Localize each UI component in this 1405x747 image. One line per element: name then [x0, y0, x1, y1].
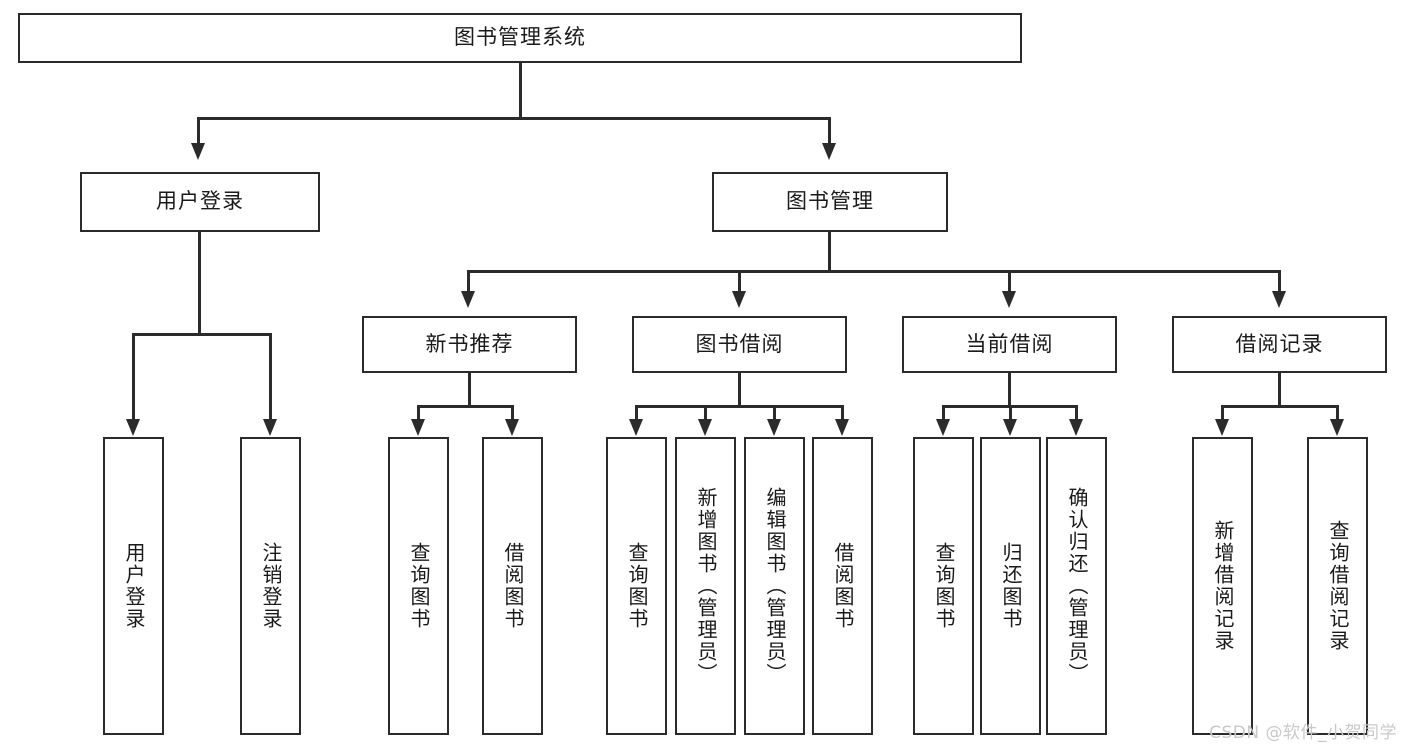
- node-current-borrow[interactable]: 当前借阅: [902, 316, 1117, 373]
- arrowhead-cb-leaf1: [936, 419, 950, 436]
- arrowhead-leaf-user-login: [126, 419, 140, 436]
- edge-book-borrow-split-bar: [635, 405, 843, 408]
- edge-cb-leaf2: [1009, 405, 1012, 421]
- edge-new-book-recommend-stem: [468, 373, 471, 405]
- node-label: 查询图书: [932, 542, 956, 630]
- node-label: 注销登录: [259, 542, 283, 630]
- node-borrow-record[interactable]: 借阅记录: [1172, 316, 1387, 373]
- arrowhead-borrow-record: [1272, 291, 1286, 308]
- edge-cb-leaf1: [942, 405, 945, 421]
- arrowhead-cb-leaf3: [1069, 419, 1083, 436]
- arrowhead-bb-leaf4: [835, 419, 849, 436]
- edge-user-login-leaf2: [269, 333, 272, 421]
- arrowhead-br-leaf1: [1215, 419, 1229, 436]
- edge-user-login-stem: [198, 232, 201, 333]
- edge-root-split-bar: [197, 117, 831, 120]
- edge-nbr-leaf2: [511, 405, 514, 421]
- arrowhead-book-manage: [822, 143, 836, 160]
- node-leaf-edit-book[interactable]: 编辑图书（管理员）: [744, 437, 805, 735]
- node-leaf-add-record[interactable]: 新增借阅记录: [1192, 437, 1253, 735]
- arrowhead-new-book-recommend: [461, 291, 475, 308]
- edge-nbr-leaf1: [417, 405, 420, 421]
- node-label: 查询借阅记录: [1326, 520, 1350, 652]
- node-new-book-recommend[interactable]: 新书推荐: [362, 316, 577, 373]
- edge-user-login-leaf1: [132, 333, 135, 421]
- node-leaf-user-logout[interactable]: 注销登录: [240, 437, 301, 735]
- node-label: 新书推荐: [425, 331, 514, 356]
- edge-current-borrow-stem: [1008, 373, 1011, 405]
- node-leaf-borrow-book-1[interactable]: 借阅图书: [482, 437, 543, 735]
- node-leaf-query-book-1[interactable]: 查询图书: [388, 437, 449, 735]
- edge-book-borrow-stem: [738, 373, 741, 405]
- node-leaf-query-book-3[interactable]: 查询图书: [913, 437, 974, 735]
- node-leaf-return-book[interactable]: 归还图书: [980, 437, 1041, 735]
- arrowhead-cb-leaf2: [1003, 419, 1017, 436]
- node-label: 查询图书: [625, 542, 649, 630]
- node-leaf-confirm-return[interactable]: 确认归还（管理员）: [1046, 437, 1107, 735]
- edge-br-leaf1: [1221, 405, 1224, 421]
- node-label: 当前借阅: [965, 331, 1054, 356]
- arrowhead-bb-leaf3: [767, 419, 781, 436]
- edge-to-book-borrow: [738, 270, 741, 293]
- node-label: 归还图书: [999, 542, 1023, 630]
- edge-bb-leaf2: [704, 405, 707, 421]
- node-label: 借阅图书: [501, 542, 525, 630]
- edge-book-manage-stem: [828, 232, 831, 272]
- edge-borrow-record-split-bar: [1221, 405, 1338, 408]
- node-book-borrow[interactable]: 图书借阅: [632, 316, 847, 373]
- edge-cb-leaf3: [1075, 405, 1078, 421]
- watermark-text: CSDN @软件_小贺同学: [1209, 723, 1397, 743]
- edge-new-book-recommend-split-bar: [417, 405, 512, 408]
- node-label: 确认归还（管理员）: [1065, 487, 1089, 685]
- arrowhead-br-leaf2: [1330, 419, 1344, 436]
- edge-to-current-borrow: [1008, 270, 1011, 293]
- node-label: 编辑图书（管理员）: [763, 487, 787, 685]
- edge-bb-leaf4: [841, 405, 844, 421]
- node-leaf-query-book-2[interactable]: 查询图书: [606, 437, 667, 735]
- edge-to-book-manage: [828, 117, 831, 145]
- edge-br-leaf2: [1336, 405, 1339, 421]
- node-leaf-user-login[interactable]: 用户登录: [103, 437, 164, 735]
- edge-user-login-split-bar: [132, 333, 271, 336]
- node-book-manage[interactable]: 图书管理: [712, 172, 948, 232]
- edge-to-new-book-recommend: [467, 270, 470, 293]
- edge-bb-leaf1: [635, 405, 638, 421]
- edge-bb-leaf3: [773, 405, 776, 421]
- node-leaf-query-record[interactable]: 查询借阅记录: [1307, 437, 1368, 735]
- node-label: 用户登录: [156, 189, 244, 214]
- edge-to-user-login: [197, 117, 200, 145]
- node-label: 借阅记录: [1235, 331, 1324, 356]
- edge-borrow-record-stem: [1278, 373, 1281, 405]
- edge-root-stem: [519, 63, 522, 117]
- node-root-book-management-system[interactable]: 图书管理系统: [18, 13, 1022, 63]
- arrowhead-bb-leaf2: [698, 419, 712, 436]
- node-label: 图书借阅: [695, 331, 784, 356]
- node-label: 用户登录: [122, 542, 146, 630]
- arrowhead-current-borrow: [1002, 291, 1016, 308]
- node-label: 查询图书: [407, 542, 431, 630]
- arrowhead-bb-leaf1: [629, 419, 643, 436]
- arrowhead-leaf-user-logout: [263, 419, 277, 436]
- node-leaf-borrow-book-2[interactable]: 借阅图书: [812, 437, 873, 735]
- node-label: 图书管理系统: [454, 25, 586, 50]
- arrowhead-user-login: [191, 143, 205, 160]
- node-user-login[interactable]: 用户登录: [80, 172, 320, 232]
- node-label: 图书管理: [786, 189, 874, 214]
- arrowhead-book-borrow: [732, 291, 746, 308]
- edge-book-manage-split-bar: [467, 270, 1281, 273]
- node-label: 借阅图书: [831, 542, 855, 630]
- node-label: 新增借阅记录: [1211, 520, 1235, 652]
- arrowhead-nbr-leaf1: [411, 419, 425, 436]
- node-leaf-add-book[interactable]: 新增图书（管理员）: [675, 437, 736, 735]
- edge-to-borrow-record: [1278, 270, 1281, 293]
- arrowhead-nbr-leaf2: [505, 419, 519, 436]
- node-label: 新增图书（管理员）: [694, 487, 718, 685]
